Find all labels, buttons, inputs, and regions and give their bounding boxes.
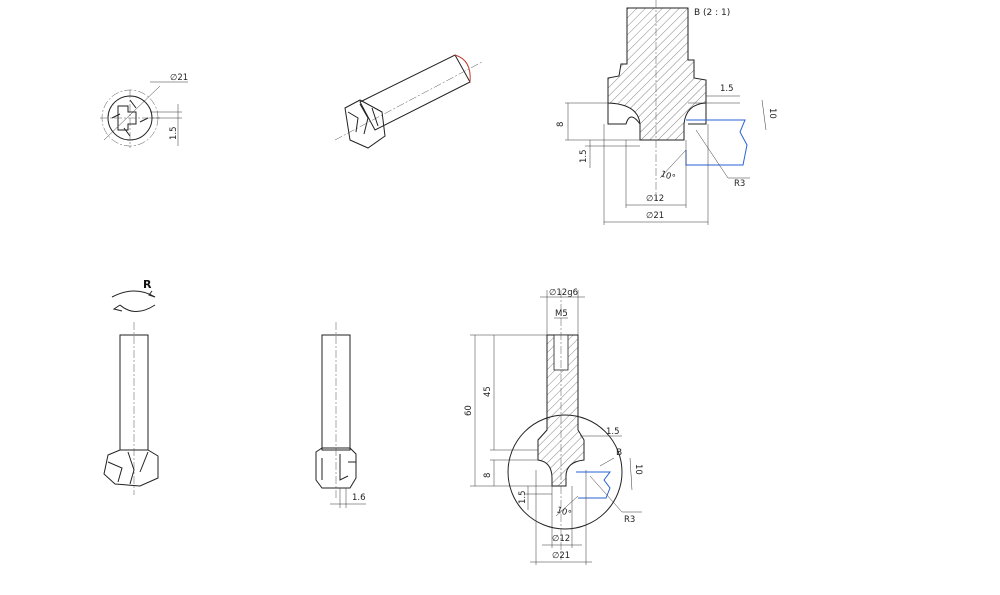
iso-shank <box>359 54 471 131</box>
isometric-view <box>334 54 483 149</box>
detail-b-radius-label: R3 <box>734 179 745 189</box>
detail-b-10-right-label: 10 <box>767 108 777 119</box>
section-detail-b-label: B <box>616 448 622 458</box>
detail-b-8-label: 8 <box>556 122 566 127</box>
section-15-left-label: 1.5 <box>518 490 528 504</box>
rotation-arrow-arc <box>111 290 156 298</box>
top-view-15-label: 1.5 <box>169 126 179 140</box>
detail-b-d12-label: ∅12 <box>646 194 664 204</box>
rotation-arrow-head <box>148 290 156 298</box>
section-8-label: 8 <box>483 473 493 478</box>
detail-b-title: B (2 : 1) <box>694 8 730 18</box>
end-view-cutting-edges <box>111 99 149 137</box>
detail-b-angle-label: 10° <box>659 169 676 183</box>
detail-b-view: B (2 : 1) 1.5 8 1.5 10° R3 10 ∅12 ∅21 <box>556 0 777 225</box>
rotation-side-view: R <box>103 278 159 495</box>
section-angle-label: 10° <box>555 505 572 519</box>
rotation-label: R <box>143 278 152 291</box>
detail-b-d21-label: ∅21 <box>646 211 664 221</box>
front-view-flutes <box>321 454 356 481</box>
section-m5-label: M5 <box>555 309 568 319</box>
section-d21-label: ∅21 <box>552 551 570 561</box>
side-view-cutter-head <box>103 449 159 487</box>
rotation-arrow-lower <box>112 304 156 312</box>
section-body <box>537 334 585 487</box>
top-end-view: ∅21 1.5 <box>100 73 188 148</box>
detail-b-15-top-label: 1.5 <box>720 84 734 94</box>
section-15-right-label: 1.5 <box>606 427 620 437</box>
section-d12-label: ∅12 <box>552 534 570 544</box>
detail-b-15-left-label: 1.5 <box>579 149 589 163</box>
front-view-16-label: 1.6 <box>352 493 366 503</box>
section-45-label: 45 <box>483 386 493 397</box>
detail-b-left-profile <box>607 103 641 125</box>
section-view: ∅12g6 M5 60 45 8 1.5 1.5 B 10 10° R3 ∅12… <box>464 288 643 565</box>
front-view: 1.6 <box>315 322 366 508</box>
iso-flutes <box>347 103 379 135</box>
end-view-flute-profile <box>117 105 137 131</box>
front-view-cutter-head <box>315 447 357 489</box>
iso-cutter-head <box>344 99 386 149</box>
section-d12g6-label: ∅12g6 <box>549 288 578 298</box>
section-60-label: 60 <box>464 405 474 416</box>
section-radius-label: R3 <box>624 515 635 525</box>
section-stock-outline <box>576 471 611 499</box>
top-view-d21-label: ∅21 <box>170 73 188 83</box>
detail-b-right-profile <box>688 103 707 125</box>
detail-b-stock-outline <box>685 119 748 166</box>
side-view-flutes <box>107 451 149 485</box>
iso-shank-end-edge <box>454 54 471 83</box>
section-10-right-label: 10 <box>633 464 643 475</box>
